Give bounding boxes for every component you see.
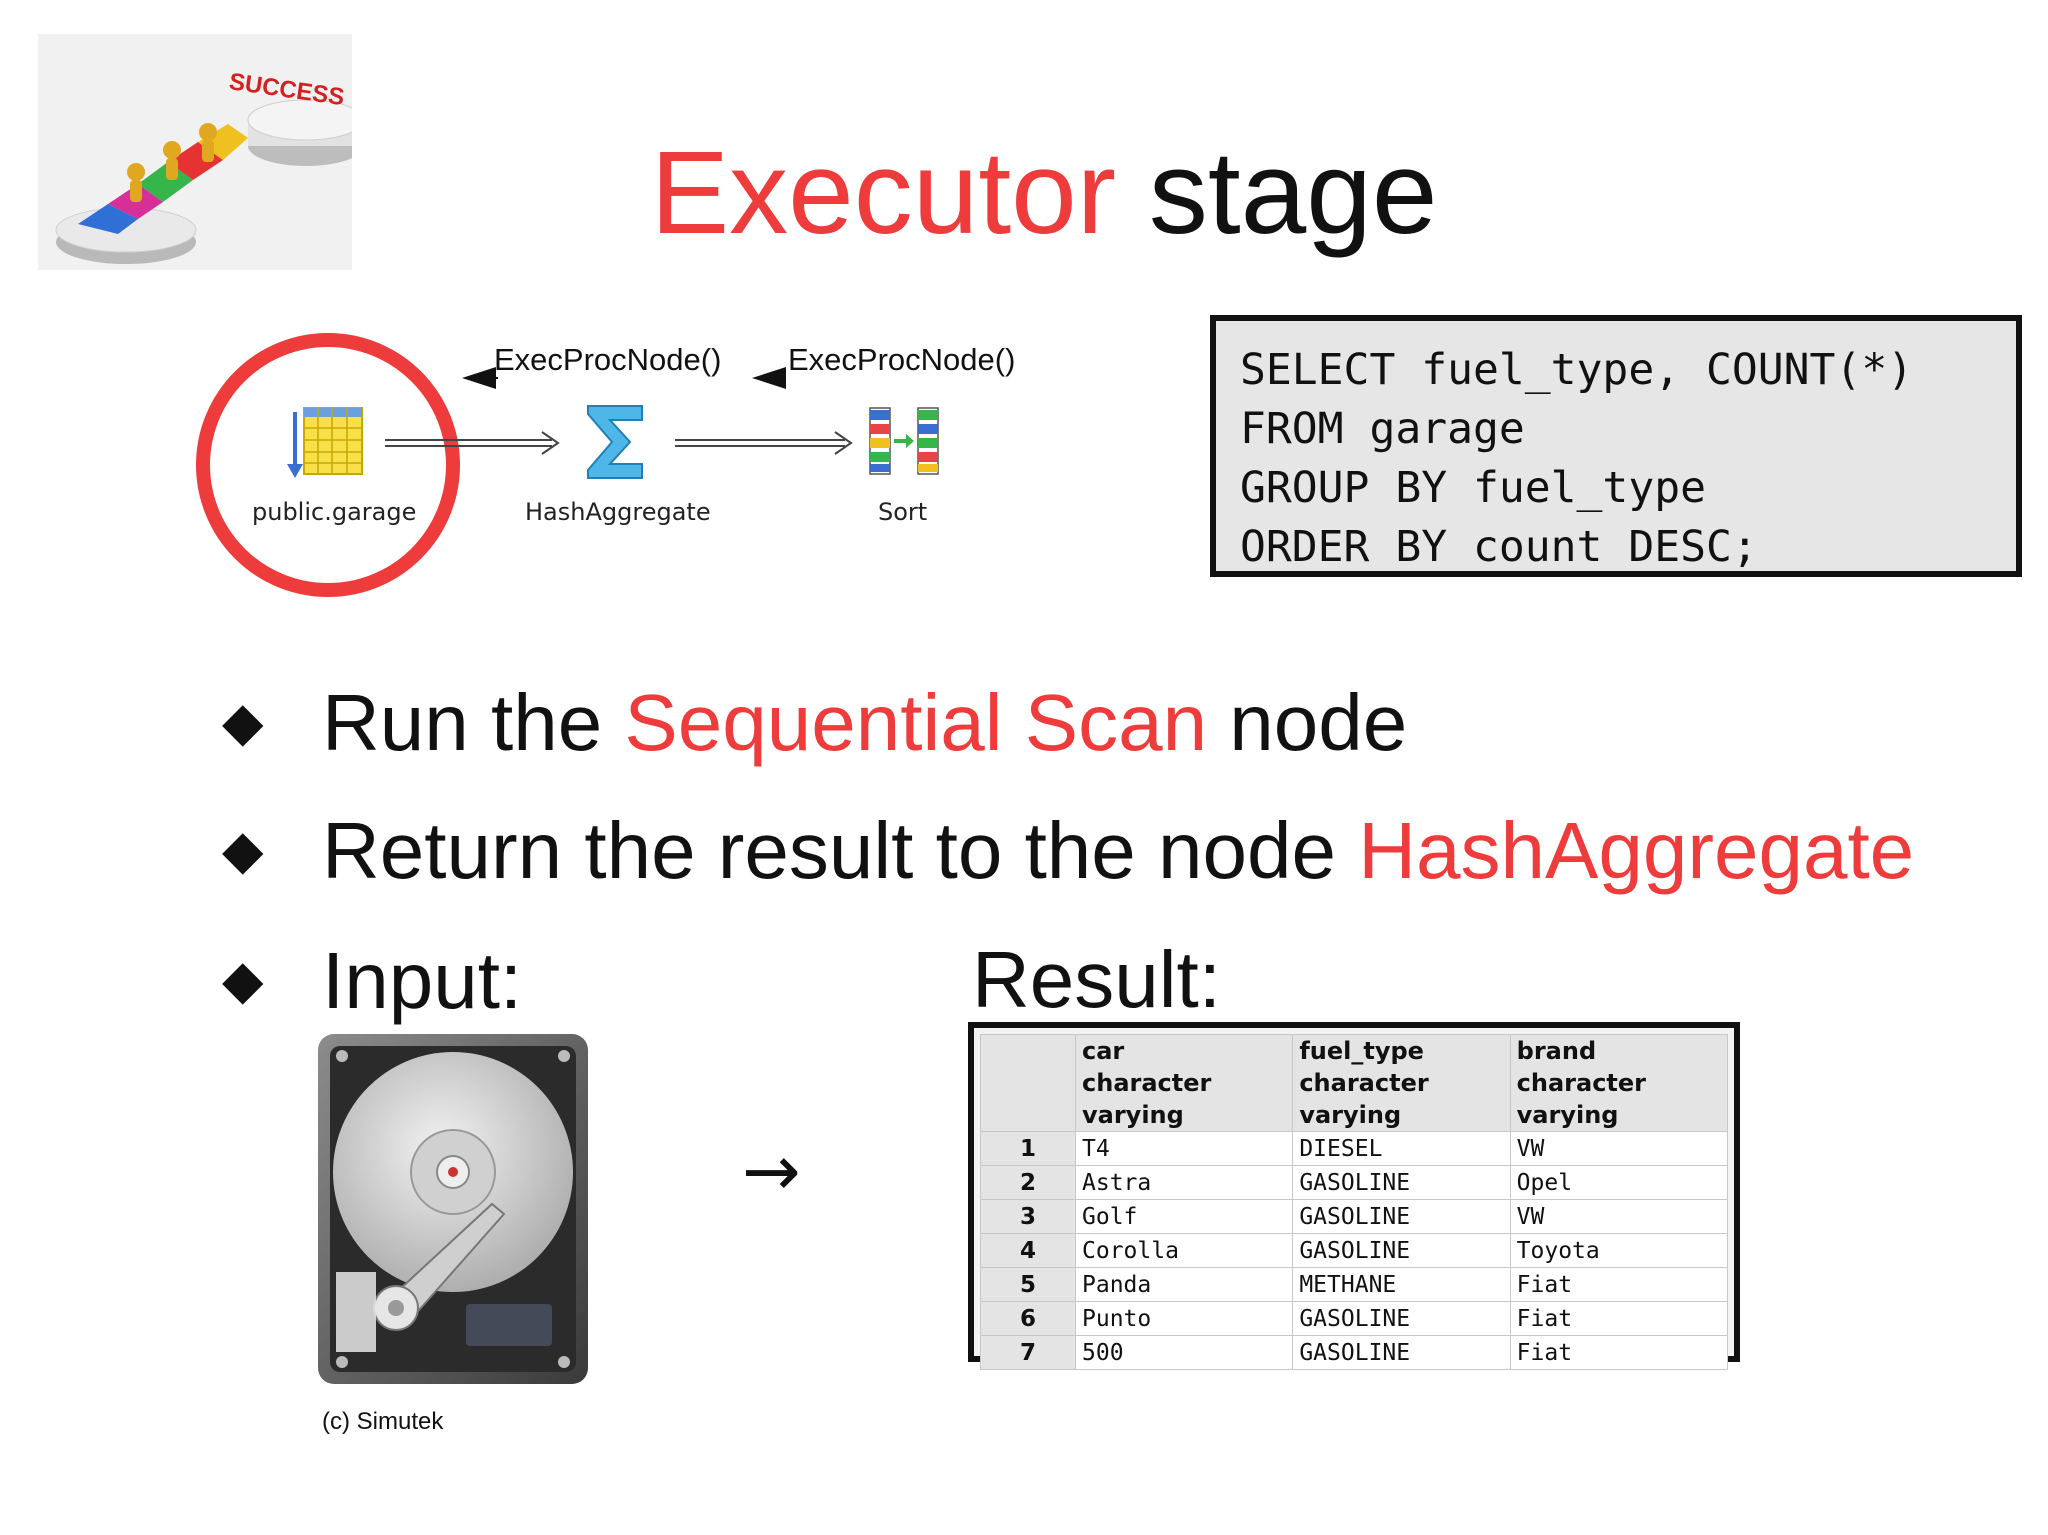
flow-arrow-2 <box>675 431 853 455</box>
bullet-run-seqscan: ◆ Run the Sequential Scan node <box>222 676 1407 769</box>
sql-line: ORDER BY count DESC; <box>1240 522 1758 572</box>
table-scan-icon <box>287 407 363 478</box>
row-number-cell: 3 <box>980 1199 1076 1234</box>
plan-diagram-graphics <box>196 333 939 597</box>
bullet-text: Input: <box>322 936 523 1025</box>
cell-car: 500 <box>1074 1335 1294 1370</box>
sql-query-box: SELECT fuel_type, COUNT(*) FROM garage G… <box>1210 315 2022 577</box>
cell-car: Panda <box>1074 1267 1294 1302</box>
call-label-1: ExecProcNode() <box>494 342 722 377</box>
row-number-cell: 5 <box>980 1267 1076 1302</box>
row-number-cell: 2 <box>980 1165 1076 1200</box>
bullet-diamond-icon: ◆ <box>222 692 264 752</box>
bullet-accent: Sequential Scan <box>624 678 1208 767</box>
cell-car: Astra <box>1074 1165 1294 1200</box>
node-label-seqscan: public.garage <box>252 498 417 526</box>
cell-fuel-type: GASOLINE <box>1292 1199 1511 1234</box>
bullet-text: node <box>1207 678 1408 767</box>
row-number-cell: 6 <box>980 1301 1076 1336</box>
sql-line: GROUP BY fuel_type <box>1240 463 1706 513</box>
cell-fuel-type: GASOLINE <box>1292 1335 1511 1370</box>
node-label-sort: Sort <box>878 498 928 526</box>
row-number-cell: 7 <box>980 1335 1076 1370</box>
call-arrow-2 <box>752 367 786 389</box>
hard-disk-icon <box>318 1034 588 1384</box>
call-arrow-1 <box>462 367 496 389</box>
cell-brand: Fiat <box>1509 1335 1729 1370</box>
flow-arrow-right: → <box>742 1130 801 1212</box>
bullet-text: Run the <box>322 678 625 767</box>
cell-fuel-type: GASOLINE <box>1292 1301 1511 1336</box>
title-rest: stage <box>1116 127 1438 259</box>
row-number-cell: 4 <box>980 1233 1076 1268</box>
cell-brand: Fiat <box>1509 1301 1729 1336</box>
cell-car: Golf <box>1074 1199 1294 1234</box>
cell-car: T4 <box>1074 1131 1294 1166</box>
bullet-input: ◆ Input: <box>222 934 522 1027</box>
cell-brand: VW <box>1509 1131 1729 1166</box>
sql-line: FROM garage <box>1240 404 1525 454</box>
title-accent: Executor <box>650 127 1117 259</box>
cell-brand: Opel <box>1509 1165 1729 1200</box>
cell-fuel-type: METHANE <box>1292 1267 1511 1302</box>
flow-arrow-1 <box>385 431 560 455</box>
call-label-2: ExecProcNode() <box>788 342 1016 377</box>
success-illustration: SUCCESS <box>38 34 352 270</box>
cell-fuel-type: GASOLINE <box>1292 1165 1511 1200</box>
sort-icon <box>869 407 939 475</box>
sql-line: SELECT fuel_type, COUNT(*) <box>1240 345 1914 395</box>
node-label-hashaggregate: HashAggregate <box>525 498 711 526</box>
cell-car: Punto <box>1074 1301 1294 1336</box>
table-corner-cell <box>980 1034 1076 1132</box>
image-credit: (c) Simutek <box>322 1408 444 1435</box>
cell-brand: VW <box>1509 1199 1729 1234</box>
cell-car: Corolla <box>1074 1233 1294 1268</box>
bullet-diamond-icon: ◆ <box>222 820 264 880</box>
bullet-return-result: ◆ Return the result to the node HashAggre… <box>222 804 1914 897</box>
slide-title: Executor stage <box>0 128 2048 258</box>
bullet-diamond-icon: ◆ <box>222 950 264 1010</box>
bullet-text: Return the result to the node <box>322 806 1359 895</box>
row-number-cell: 1 <box>980 1131 1076 1166</box>
cell-fuel-type: DIESEL <box>1292 1131 1511 1166</box>
sigma-icon <box>587 405 643 479</box>
plan-diagram: ExecProcNode() ExecProcNode() public.gar… <box>180 320 1080 620</box>
bullet-accent: HashAggregate <box>1358 806 1915 895</box>
highlight-circle <box>196 333 460 597</box>
cell-brand: Toyota <box>1509 1233 1729 1268</box>
cell-fuel-type: GASOLINE <box>1292 1233 1511 1268</box>
result-label: Result: <box>972 935 1221 1024</box>
cell-brand: Fiat <box>1509 1267 1729 1302</box>
